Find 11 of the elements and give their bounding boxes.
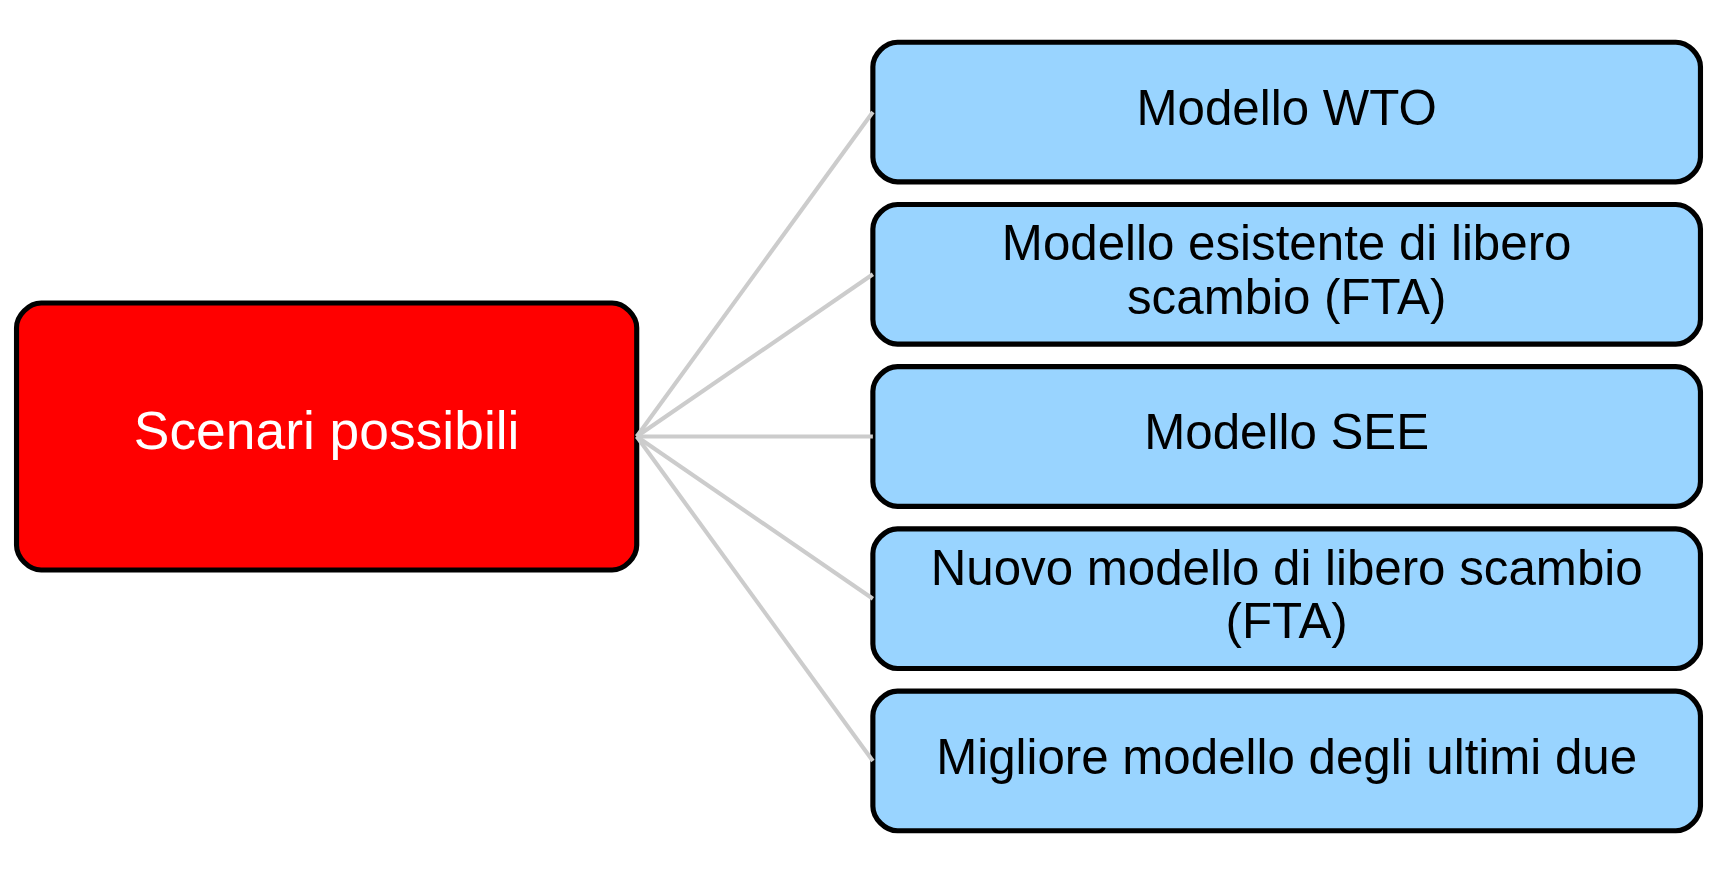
node-box: Scenari possibili [13,300,640,573]
node-box: Nuovo modello di libero scambio (FTA) [870,526,1704,672]
connector [635,435,875,763]
node-box: Modello SEE [870,364,1704,509]
connector [635,434,875,601]
connector [635,272,875,439]
connector [636,434,873,439]
node-box: Modello esistente di libero scambio (FTA) [870,201,1704,347]
node-box: Migliore modello degli ultimi due [870,688,1704,834]
node-box: Modello WTO [870,39,1704,185]
connector [635,110,875,438]
